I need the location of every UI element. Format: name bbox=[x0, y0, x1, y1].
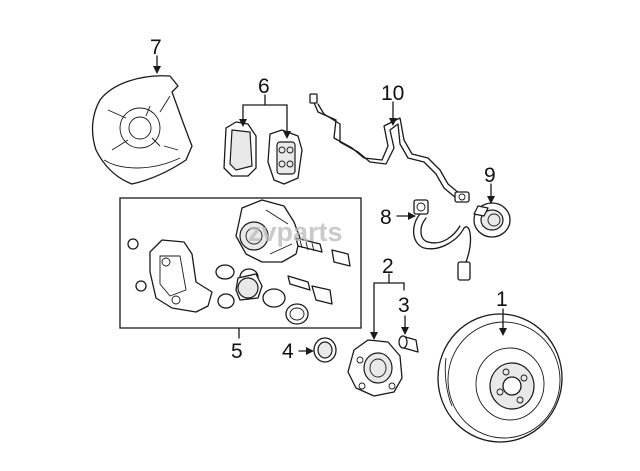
callout-leaders bbox=[153, 55, 507, 355]
brake-rotor-part[interactable] bbox=[437, 313, 563, 443]
brake-hose-part[interactable] bbox=[413, 199, 472, 281]
hub-bolt-part[interactable] bbox=[398, 335, 419, 353]
watermark-text: zvparts bbox=[248, 217, 343, 247]
abs-sensor-part[interactable] bbox=[473, 202, 511, 238]
caliper-piston-part[interactable] bbox=[235, 273, 263, 301]
caliper-bracket-part[interactable] bbox=[149, 239, 213, 313]
callout-3: 3 bbox=[398, 294, 410, 317]
callout-2: 2 bbox=[382, 255, 394, 278]
callout-8: 8 bbox=[380, 206, 392, 229]
dust-shield-part[interactable] bbox=[91, 75, 193, 185]
callout-7: 7 bbox=[150, 36, 162, 59]
hub-seal-part[interactable] bbox=[313, 337, 337, 363]
callout-10: 10 bbox=[381, 82, 404, 105]
callout-5: 5 bbox=[231, 340, 243, 363]
caliper-pins-part[interactable] bbox=[287, 237, 351, 305]
callout-6: 6 bbox=[258, 75, 270, 98]
callout-4: 4 bbox=[282, 340, 294, 363]
callout-9: 9 bbox=[484, 164, 496, 187]
caliper-body-part[interactable] bbox=[235, 199, 301, 263]
wheel-hub-part[interactable] bbox=[347, 339, 403, 397]
brake-pads-part[interactable] bbox=[223, 121, 303, 185]
callout-1: 1 bbox=[496, 288, 508, 311]
abs-sensor-wire-part[interactable] bbox=[309, 93, 470, 203]
caliper-assembly-box[interactable] bbox=[119, 197, 362, 329]
